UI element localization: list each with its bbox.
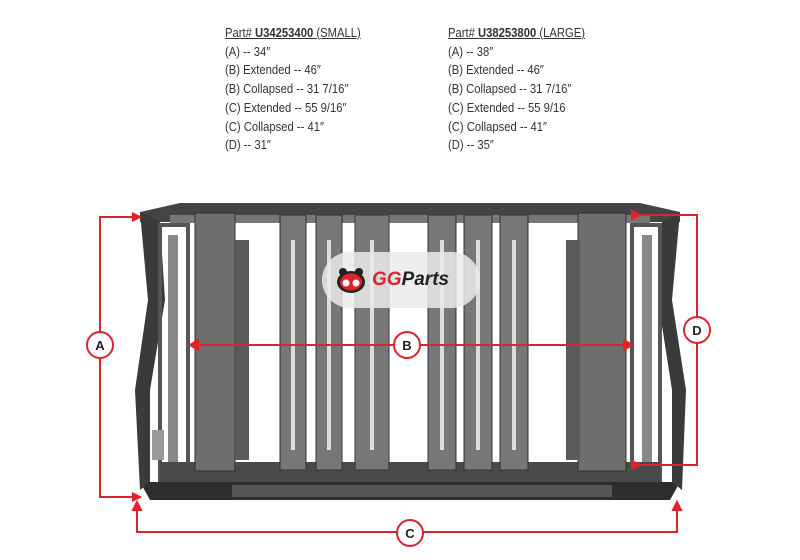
spec-small: Part# U34253400 (SMALL) (A) -- 34″ (B) E…: [225, 24, 361, 155]
spec-line: (B) Extended -- 46″: [448, 63, 544, 78]
spec-line: (D) -- 31″: [225, 138, 271, 153]
label-d: D: [683, 316, 711, 344]
label-c: C: [396, 519, 424, 547]
spec-line: (B) Collapsed -- 31 7/16″: [225, 82, 349, 97]
spec-line: (C) Collapsed -- 41″: [225, 119, 325, 134]
spec-line: (B) Extended -- 46″: [225, 63, 321, 78]
spec-line: (D) -- 35″: [448, 138, 494, 153]
logo-text: GGParts: [372, 269, 450, 290]
spec-line: (C) Collapsed -- 41″: [448, 119, 548, 134]
spec-line: (A) -- 34″: [225, 44, 271, 59]
svg-text:B: B: [402, 338, 411, 353]
spec-large: Part# U38253800 (LARGE) (A) -- 38″ (B) E…: [448, 24, 585, 155]
spec-line: (C) Extended -- 55 9/16: [448, 100, 566, 115]
svg-text:A: A: [95, 338, 105, 353]
mascot-icon: [337, 268, 365, 293]
label-b: B: [393, 331, 421, 359]
label-a: A: [86, 331, 114, 359]
spec-line: (B) Collapsed -- 31 7/16″: [448, 82, 572, 97]
spec-title: Part# U34253400 (SMALL): [225, 26, 361, 40]
spec-line: (C) Extended -- 55 9/16″: [225, 100, 347, 115]
spec-title: Part# U38253800 (LARGE): [448, 26, 585, 40]
spec-line: (A) -- 38″: [448, 44, 494, 59]
ggparts-logo: GGParts: [322, 252, 480, 308]
svg-text:C: C: [405, 526, 415, 541]
svg-text:D: D: [692, 323, 701, 338]
